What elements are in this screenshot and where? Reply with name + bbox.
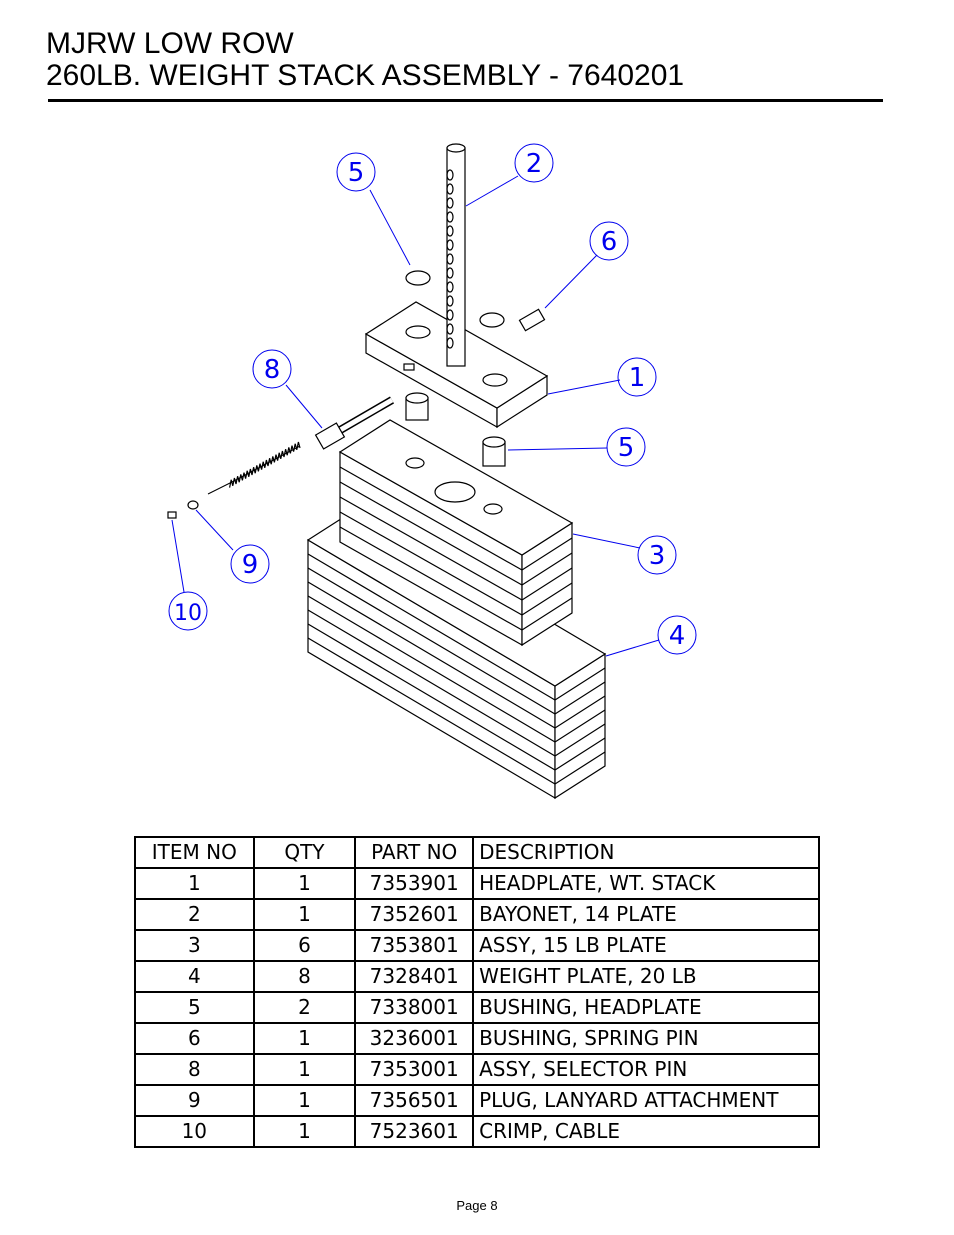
- bayonet: [446, 143, 466, 367]
- callouts: [168, 143, 697, 655]
- part-no-cell: 7356501: [354, 1084, 475, 1117]
- description-cell: BUSHING, HEADPLATE: [472, 991, 820, 1024]
- spring-pin-bushing: [518, 308, 546, 332]
- part-no-cell: 7338001: [354, 991, 475, 1024]
- item-no-cell: 6: [134, 1022, 255, 1055]
- upper-plates-stack: [338, 419, 574, 647]
- selector-pin: [207, 396, 395, 495]
- part-no-cell: 7353001: [354, 1053, 475, 1086]
- callout-3: 3: [649, 541, 666, 571]
- title-line-2: 260LB. WEIGHT STACK ASSEMBLY - 7640201: [46, 59, 685, 92]
- qty-cell: 1: [252, 1053, 357, 1086]
- description-cell: BAYONET, 14 PLATE: [472, 898, 820, 931]
- item-no-cell: 2: [134, 898, 255, 931]
- qty-cell: 6: [252, 929, 357, 962]
- item-no-cell: 10: [134, 1115, 255, 1148]
- callout-4: 4: [669, 621, 686, 651]
- item-no-cell: 9: [134, 1084, 255, 1117]
- callout-9: 9: [242, 550, 259, 580]
- title-rule: [48, 99, 883, 102]
- cable-crimp: [167, 511, 177, 519]
- callout-labels: 5 2 6 8 1 5 3 9 10 4: [174, 149, 685, 651]
- part-no-cell: 7352601: [354, 898, 475, 931]
- page-number: Page 8: [456, 1198, 498, 1213]
- part-no-cell: 7353801: [354, 929, 475, 962]
- callout-6: 6: [601, 227, 618, 257]
- description-cell: CRIMP, CABLE: [472, 1115, 820, 1148]
- part-no-cell: 3236001: [354, 1022, 475, 1055]
- table-header-row: ITEM NO QTY PART NO DESCRIPTION: [134, 836, 820, 869]
- qty-cell: 8: [252, 960, 357, 993]
- retaining-ring-2: [479, 312, 505, 328]
- item-no-cell: 1: [134, 867, 255, 900]
- title-line-1: MJRW LOW ROW: [46, 27, 294, 60]
- description-cell: PLUG, LANYARD ATTACHMENT: [472, 1084, 820, 1117]
- qty-cell: 1: [252, 1084, 357, 1117]
- qty-cell: 1: [252, 1022, 357, 1055]
- item-no-cell: 8: [134, 1053, 255, 1086]
- part-no-cell: 7523601: [354, 1115, 475, 1148]
- leader-lines: [171, 175, 660, 657]
- callout-8: 8: [264, 355, 281, 385]
- description-cell: ASSY, 15 LB PLATE: [472, 929, 820, 962]
- page-title: MJRW LOW ROW 260LB. WEIGHT STACK ASSEMBL…: [46, 28, 684, 92]
- item-no-cell: 3: [134, 929, 255, 962]
- callout-10: 10: [174, 601, 202, 626]
- callout-5b: 5: [618, 433, 635, 463]
- lanyard-plug: [187, 500, 199, 510]
- description-cell: HEADPLATE, WT. STACK: [472, 867, 820, 900]
- callout-5a: 5: [348, 158, 365, 188]
- description-cell: WEIGHT PLATE, 20 LB: [472, 960, 820, 993]
- exploded-assembly-diagram: 5 2 6 8 1 5 3 9 10 4: [167, 143, 697, 800]
- item-no-cell: 5: [134, 991, 255, 1024]
- item-no-cell: 4: [134, 960, 255, 993]
- col-part-no: PART NO: [354, 836, 475, 869]
- qty-cell: 1: [252, 1115, 357, 1148]
- col-description: DESCRIPTION: [472, 836, 820, 869]
- part-no-cell: 7353901: [354, 867, 475, 900]
- col-qty: QTY: [252, 836, 357, 869]
- col-item-no: ITEM NO: [134, 836, 255, 869]
- callout-1: 1: [629, 363, 646, 393]
- headplate-bushings: [405, 392, 506, 467]
- qty-cell: 1: [252, 867, 357, 900]
- qty-cell: 2: [252, 991, 357, 1024]
- qty-cell: 1: [252, 898, 357, 931]
- retaining-ring: [405, 270, 431, 286]
- part-no-cell: 7328401: [354, 960, 475, 993]
- description-cell: ASSY, SELECTOR PIN: [472, 1053, 820, 1086]
- callout-2: 2: [526, 149, 543, 179]
- description-cell: BUSHING, SPRING PIN: [472, 1022, 820, 1055]
